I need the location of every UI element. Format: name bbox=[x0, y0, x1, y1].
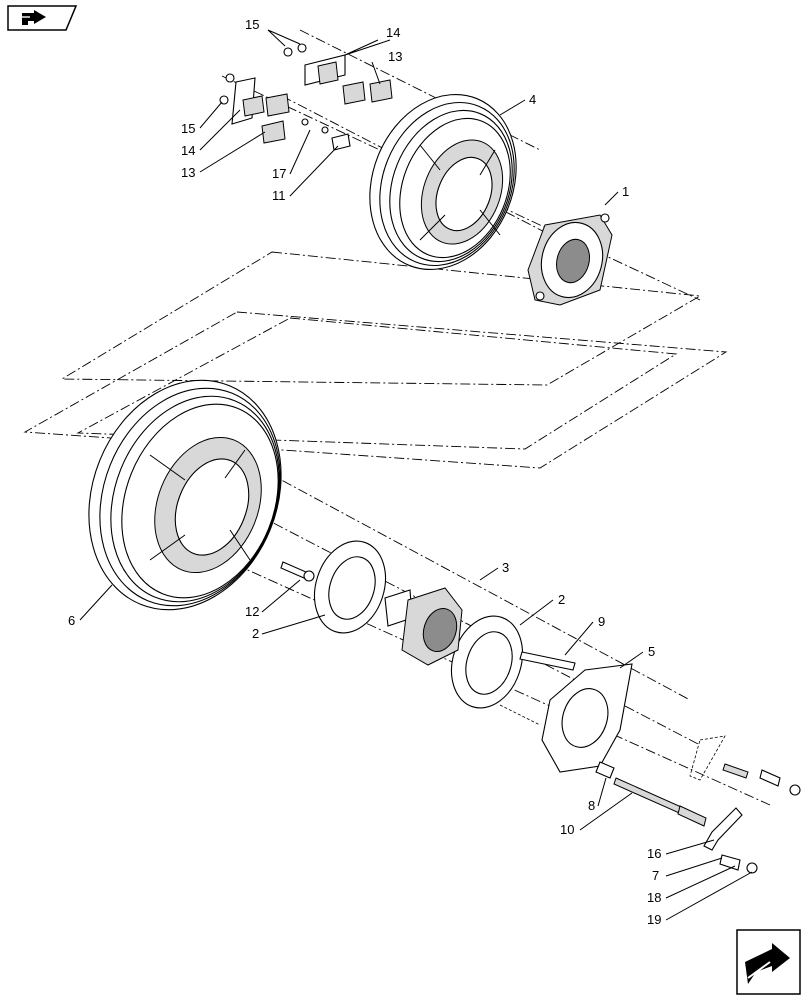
callout-2-left: 2 bbox=[252, 626, 259, 641]
callout-16: 16 bbox=[647, 846, 661, 861]
callout-labels: 15 14 13 15 14 13 17 11 4 1 6 12 2 3 2 9… bbox=[68, 17, 661, 927]
leader-lines bbox=[79, 29, 753, 921]
friction-disc-left bbox=[314, 540, 386, 634]
callout-6: 6 bbox=[68, 613, 75, 628]
back-nav-button[interactable] bbox=[7, 5, 78, 31]
next-arrow-icon bbox=[745, 943, 790, 984]
callout-19: 19 bbox=[647, 912, 661, 927]
callout-13-left: 13 bbox=[181, 165, 195, 180]
callout-1: 1 bbox=[622, 184, 629, 199]
pin bbox=[280, 561, 315, 582]
callout-15-top: 15 bbox=[245, 17, 259, 32]
callout-8: 8 bbox=[588, 798, 595, 813]
back-arrow-icon bbox=[22, 10, 46, 25]
next-nav-button[interactable] bbox=[736, 929, 801, 995]
lever-hardware bbox=[595, 735, 801, 874]
callout-14-left: 14 bbox=[181, 143, 195, 158]
callout-11: 11 bbox=[272, 188, 286, 203]
callout-4: 4 bbox=[529, 92, 536, 107]
callout-10: 10 bbox=[560, 822, 574, 837]
upper-hardware bbox=[219, 43, 393, 151]
lower-pulley bbox=[88, 379, 282, 611]
callout-9: 9 bbox=[598, 614, 605, 629]
callout-13-top: 13 bbox=[388, 49, 402, 64]
callout-2-right: 2 bbox=[558, 592, 565, 607]
friction-disc-right bbox=[451, 615, 523, 709]
upper-pulley bbox=[369, 93, 517, 271]
callout-5: 5 bbox=[648, 644, 655, 659]
callout-3: 3 bbox=[502, 560, 509, 575]
shaft bbox=[519, 651, 576, 671]
callout-17: 17 bbox=[272, 166, 286, 181]
hub bbox=[527, 213, 613, 306]
callout-14-top: 14 bbox=[386, 25, 400, 40]
clutch-body bbox=[384, 587, 463, 666]
callout-15-left: 15 bbox=[181, 121, 195, 136]
callout-18: 18 bbox=[647, 890, 661, 905]
callout-12: 12 bbox=[245, 604, 259, 619]
callout-7: 7 bbox=[652, 868, 659, 883]
back-plate bbox=[499, 663, 633, 773]
